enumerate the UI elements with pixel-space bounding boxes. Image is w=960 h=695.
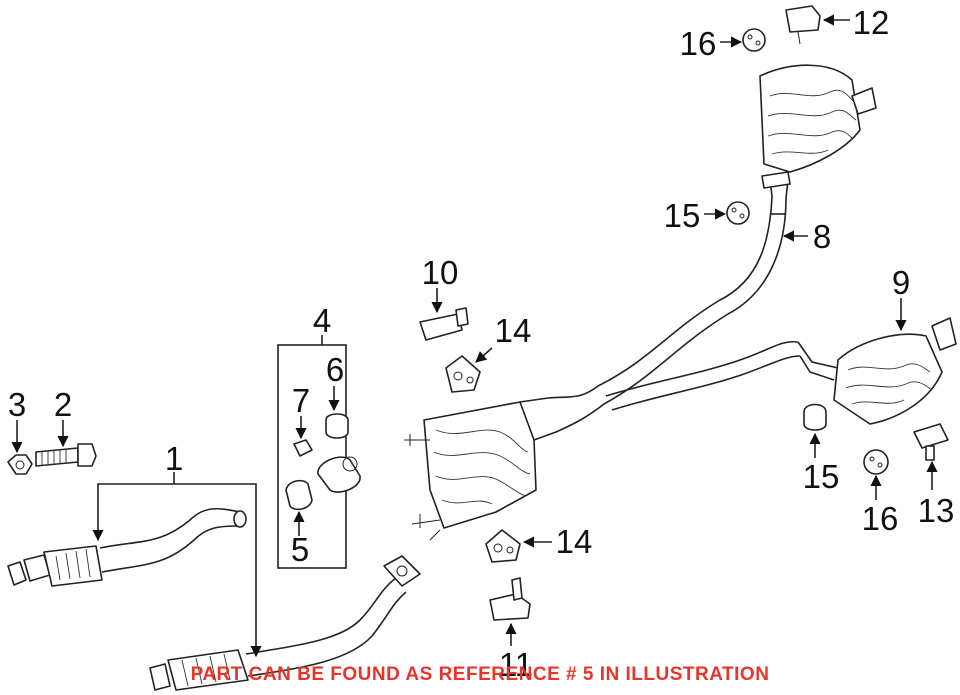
callout-14-lower: 14 bbox=[556, 523, 593, 560]
rear-muffler-9 bbox=[797, 317, 957, 425]
callout-2: 2 bbox=[54, 386, 72, 423]
callout-15-lower: 15 bbox=[803, 458, 840, 495]
callout-4: 4 bbox=[313, 302, 331, 339]
insulator-14-lower bbox=[485, 529, 521, 563]
callout-11: 11 bbox=[499, 646, 533, 683]
hanger-bracket-12 bbox=[785, 5, 821, 45]
callout-12: 12 bbox=[853, 4, 890, 41]
bolt-part-2 bbox=[35, 443, 97, 467]
front-pipe-left bbox=[7, 508, 247, 587]
leader-lines bbox=[11, 14, 938, 658]
callout-7: 7 bbox=[292, 382, 310, 419]
insulator-16-upper bbox=[742, 28, 766, 52]
hanger-bracket-10 bbox=[419, 307, 469, 341]
callout-13: 13 bbox=[918, 492, 955, 529]
callout-1: 1 bbox=[165, 440, 183, 477]
rear-muffler-upper bbox=[759, 64, 877, 173]
reference-note: PART CAN BE FOUND AS REFERENCE # 5 IN IL… bbox=[190, 664, 770, 685]
insulator-14-upper bbox=[445, 355, 481, 393]
clamp-kit-box bbox=[277, 335, 361, 569]
insulator-15-upper bbox=[726, 201, 750, 225]
callout-10: 10 bbox=[422, 254, 459, 291]
center-resonator bbox=[404, 385, 605, 541]
callout-8: 8 bbox=[813, 218, 831, 255]
front-pipe-bottom bbox=[149, 555, 421, 691]
hanger-bracket-11 bbox=[489, 577, 531, 621]
insulator-15-lower bbox=[803, 403, 827, 431]
callout-labels: 1 2 3 4 5 6 7 8 9 10 11 12 13 14 14 15 1… bbox=[8, 4, 955, 683]
callout-16-upper: 16 bbox=[680, 25, 717, 62]
insulator-16-lower bbox=[863, 449, 889, 475]
callout-5: 5 bbox=[291, 531, 309, 568]
callout-14-upper: 14 bbox=[495, 312, 532, 349]
callout-9: 9 bbox=[892, 264, 910, 301]
callout-15-upper: 15 bbox=[664, 197, 701, 234]
nut-part-3 bbox=[7, 454, 33, 475]
callout-16-lower: 16 bbox=[862, 500, 899, 537]
callout-3: 3 bbox=[8, 386, 26, 423]
hanger-bracket-13 bbox=[913, 423, 949, 461]
callout-6: 6 bbox=[326, 351, 344, 388]
